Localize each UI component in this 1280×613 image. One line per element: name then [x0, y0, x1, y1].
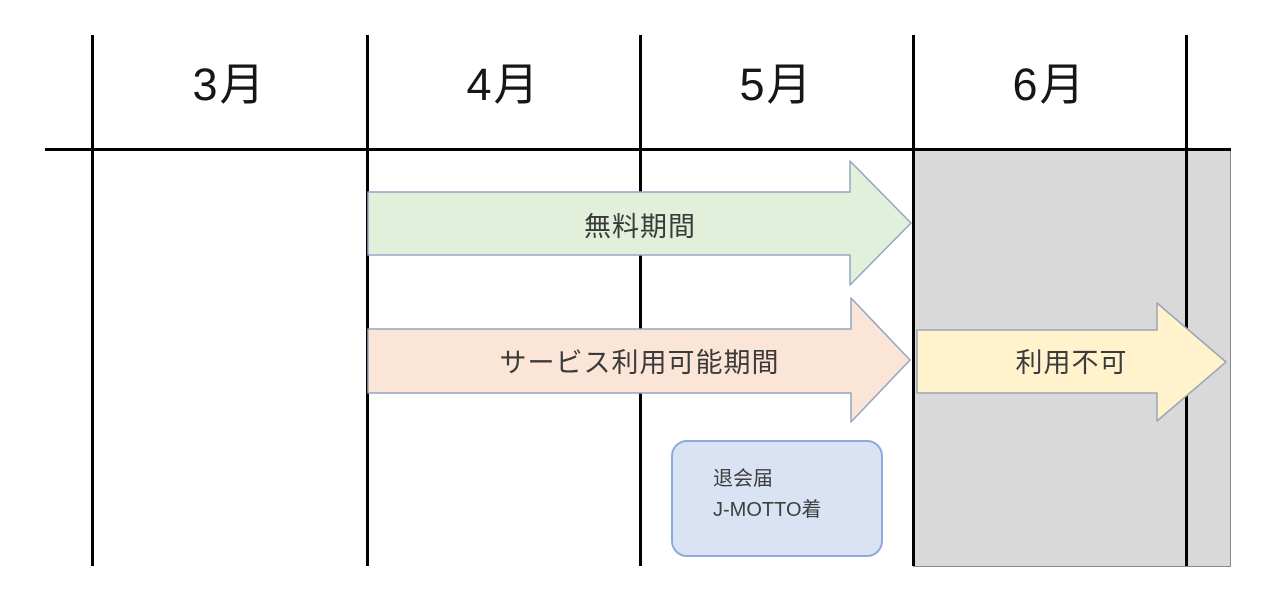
column-header-june: 6月 [1012, 58, 1087, 110]
free-period-arrow [367, 160, 912, 286]
grid-line-vertical-4 [912, 35, 915, 566]
grid-line-vertical-5 [1185, 35, 1188, 566]
grid-line-vertical-2 [366, 35, 369, 566]
withdrawal-note-line-2: J-MOTTO着 [713, 499, 822, 521]
unavailable-label: 利用不可 [1015, 348, 1128, 378]
withdrawal-note-box: 退会届 J-MOTTO着 [671, 440, 883, 557]
unavailable-arrow [916, 302, 1227, 422]
grid-line-vertical-1 [90, 35, 94, 566]
column-header-march: 3月 [192, 58, 267, 110]
column-header-may: 5月 [739, 58, 814, 110]
grid-line-horizontal [45, 148, 1231, 151]
service-available-arrow [367, 297, 911, 423]
free-period-label: 無料期間 [584, 211, 696, 242]
unavailable-arrow-shape [916, 302, 1227, 422]
service-available-label: サービス利用可能期間 [499, 348, 780, 378]
free-period-arrow-shape [367, 160, 912, 286]
grid-line-vertical-3 [638, 35, 642, 566]
withdrawal-note-line-1: 退会届 [713, 468, 773, 490]
service-available-arrow-shape [367, 297, 911, 423]
column-header-april: 4月 [466, 58, 541, 110]
